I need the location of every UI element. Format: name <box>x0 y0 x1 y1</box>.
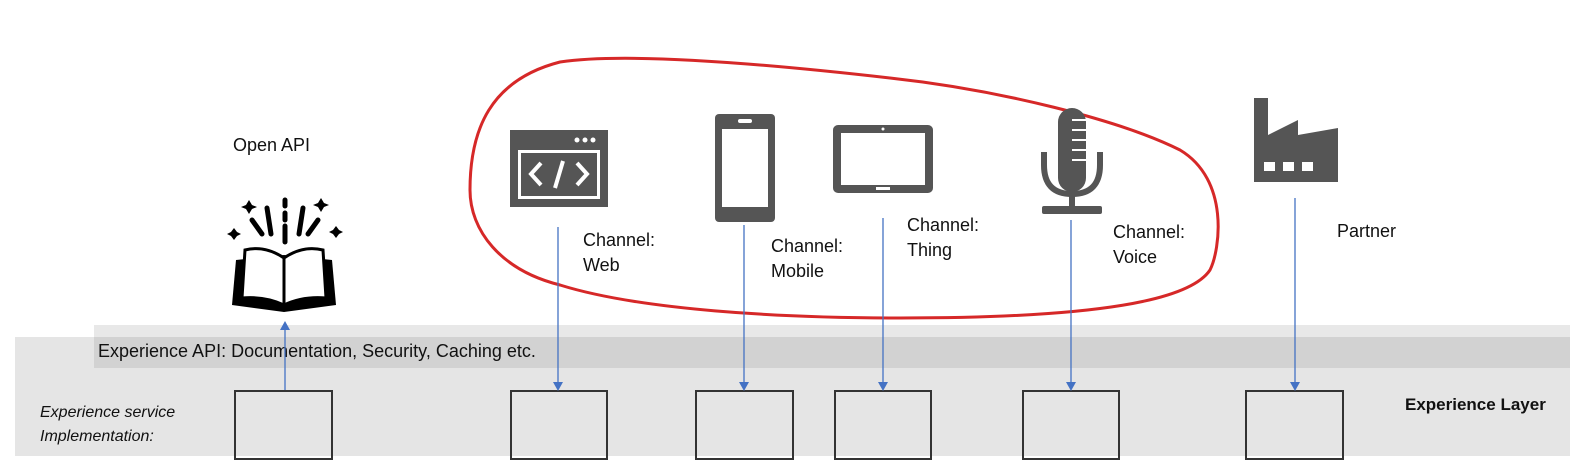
channel-web-line1: Channel: <box>583 230 656 250</box>
channel-mobile-label: Channel: Mobile <box>771 234 843 284</box>
experience-band-top <box>94 325 1570 337</box>
channel-thing-line1: Channel: <box>907 215 980 235</box>
experience-api-bar <box>94 337 1570 368</box>
channel-web-line2: Web <box>583 255 620 275</box>
microphone-icon <box>1041 108 1103 214</box>
channel-thing-label: Channel: Thing <box>907 213 979 263</box>
service-implementation-label: Experience service Implementation: <box>40 401 175 449</box>
channel-web-label: Channel: Web <box>583 228 655 278</box>
mobile-phone-icon <box>715 114 775 222</box>
channel-mobile-line2: Mobile <box>771 261 825 281</box>
tablet-icon <box>833 125 933 193</box>
experience-api-label: Experience API: Documentation, Security,… <box>98 341 536 361</box>
channel-thing-line2: Thing <box>907 240 953 260</box>
experience-layer-title: Experience Layer <box>1405 395 1546 414</box>
channel-voice-label: Channel: Voice <box>1113 220 1185 270</box>
channel-highlight-outline <box>468 56 1220 320</box>
channel-voice-line2: Voice <box>1113 247 1158 267</box>
open-api-label: Open API <box>233 135 311 155</box>
open-book-icon <box>227 197 343 312</box>
partner-label: Partner <box>1337 221 1397 241</box>
factory-icon <box>1254 98 1338 182</box>
channel-voice-line1: Channel: <box>1113 222 1186 242</box>
service-impl-line2: Implementation: <box>40 428 154 445</box>
service-impl-line1: Experience service <box>40 404 176 421</box>
channel-mobile-line1: Channel: <box>771 236 844 256</box>
web-code-icon <box>510 130 608 207</box>
